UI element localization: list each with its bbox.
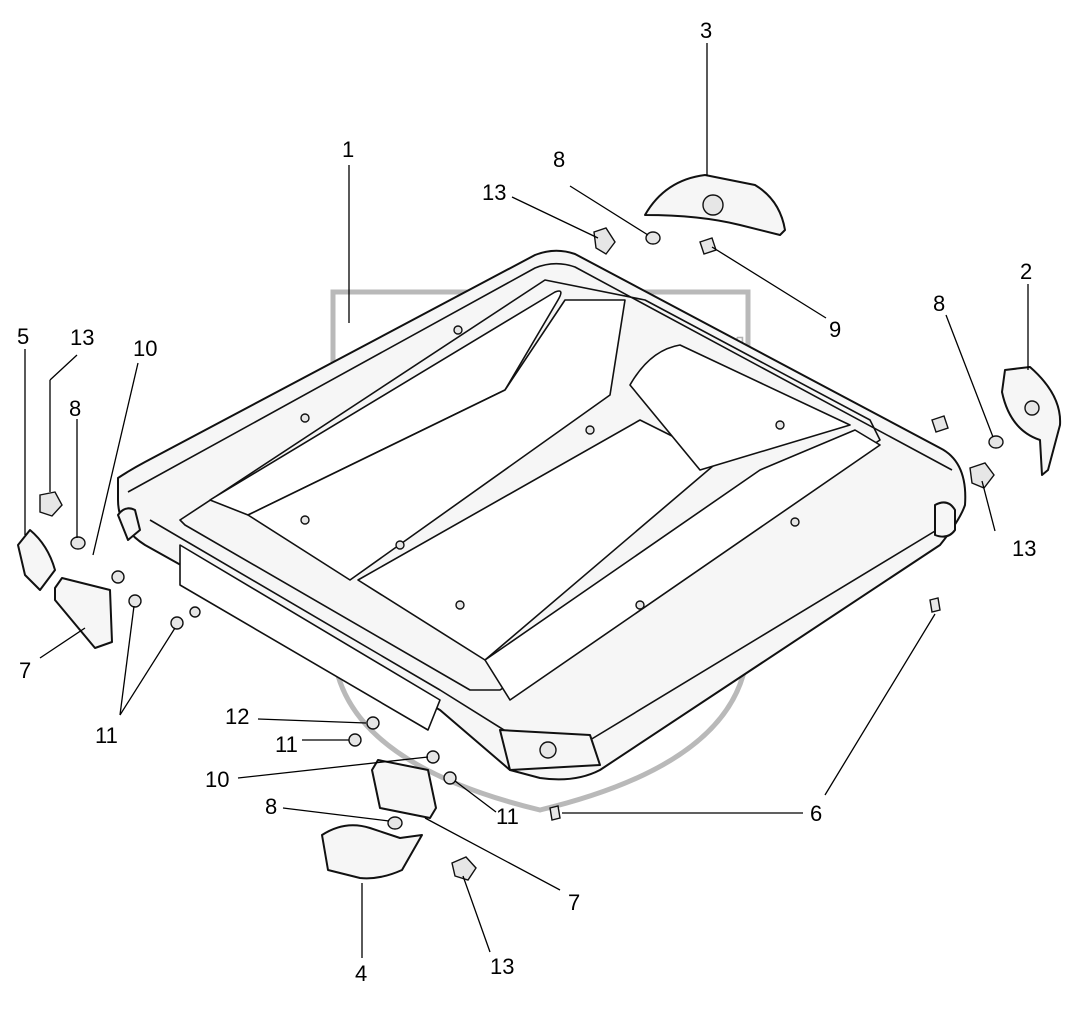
nut-12: [366, 716, 380, 730]
bulb-8-front: [387, 816, 403, 830]
callout-10-front: 10: [205, 767, 229, 792]
screw-9-top: [699, 237, 717, 255]
callout-8-right: 8: [933, 291, 945, 316]
roof-recess-center: [247, 299, 626, 581]
washer-10-left: [111, 570, 125, 584]
socket-13-front: [451, 856, 477, 881]
bolt-6-front: [549, 805, 561, 821]
socket-13-top: [593, 227, 616, 255]
roof-recess-edge: [484, 429, 881, 701]
callout-4: 4: [355, 961, 367, 986]
callout-11-left: 11: [95, 723, 118, 748]
lamp-part-2: [1001, 366, 1062, 476]
callout-7-front: 7: [568, 890, 580, 915]
lens-part-7-left: [54, 577, 113, 649]
callout-12: 12: [225, 704, 249, 729]
callout-10-left: 10: [133, 336, 157, 361]
callout-9: 9: [829, 317, 841, 342]
roof-corner-left: [117, 507, 141, 541]
lamp-part-5: [17, 529, 56, 591]
callout-3: 3: [700, 18, 712, 43]
socket-13-left: [39, 491, 63, 517]
lamp-3-bulb-socket: [702, 194, 724, 216]
callout-6: 6: [810, 801, 822, 826]
callout-1: 1: [342, 137, 354, 162]
callout-5: 5: [17, 324, 29, 349]
callout-13-top: 13: [482, 180, 506, 205]
leader-lines: [24, 43, 1029, 958]
callout-13-right: 13: [1012, 536, 1036, 561]
roof-recess-left: [209, 290, 562, 516]
washer-11-d: [443, 771, 457, 785]
roof-recess-right: [629, 344, 851, 471]
roof-part-1: [117, 249, 967, 781]
bulb-8-left: [70, 536, 86, 550]
callout-7-left: 7: [19, 658, 31, 683]
socket-13-right: [969, 462, 995, 489]
bulb-8-right: [988, 435, 1004, 449]
screw-9-right: [931, 415, 949, 433]
cover-part-4: [321, 824, 423, 880]
roof-corner-right: [934, 501, 956, 538]
callout-8-top: 8: [553, 147, 565, 172]
bulb-8-top: [645, 231, 661, 245]
callout-labels: 1 2 3 4 5 6 7 7 8 8 8 8 9 10 10 11 11 11…: [17, 18, 1036, 986]
callout-13-bottom: 13: [490, 954, 514, 979]
nut-12-b: [189, 606, 201, 618]
callout-11-right: 11: [496, 804, 519, 829]
washer-10-front: [426, 750, 440, 764]
washer-11-c: [348, 733, 362, 747]
washer-11-b: [170, 616, 184, 630]
callout-13-left: 13: [70, 325, 94, 350]
callout-8-left: 8: [69, 396, 81, 421]
callout-8-front: 8: [265, 794, 277, 819]
front-valance: [179, 544, 441, 731]
callout-2: 2: [1020, 259, 1032, 284]
lens-part-7-front: [371, 759, 437, 819]
bolt-6-right: [929, 597, 941, 613]
callout-11-middle: 11: [275, 732, 298, 757]
washer-11-a: [128, 594, 142, 608]
